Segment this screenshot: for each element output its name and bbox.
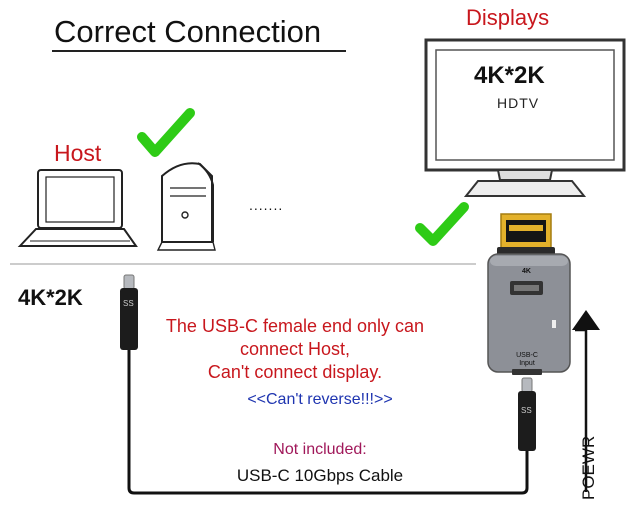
power-label: POEWR — [579, 435, 598, 500]
tv-resolution-label: 4K*2K — [474, 62, 545, 89]
hdmi-plug-icon — [497, 213, 555, 257]
not-included-label: Not included: — [273, 441, 367, 458]
usb-c-plug-icon: SS — [518, 377, 536, 451]
usb-c-cable — [127, 350, 529, 495]
checkmark-icon — [137, 108, 195, 157]
displays-label: Displays — [466, 5, 550, 30]
more-hosts-ellipsis: ....... — [249, 197, 284, 213]
note-line-2: connect Host, — [239, 339, 351, 359]
resolution-label: 4K*2K — [18, 285, 83, 310]
note-line-3: Can't connect display. — [207, 362, 383, 382]
adapter-body — [487, 253, 571, 375]
adapter-bottom-label: USB-C Input — [516, 352, 538, 367]
reverse-warning: <<Can't reverse!!!>> — [247, 391, 393, 408]
checkmark-icon — [415, 202, 469, 246]
note-line-1: The USB-C female end only can — [165, 316, 425, 336]
svg-text:SS: SS — [521, 406, 532, 415]
title-underline — [52, 50, 346, 52]
tv-type-label: HDTV — [497, 95, 540, 111]
arrow-up-icon — [572, 310, 600, 492]
desktop-tower-icon — [156, 162, 216, 251]
cable-label: USB-C 10Gbps Cable — [236, 466, 404, 485]
tv-monitor-icon — [424, 38, 626, 197]
page-title: Correct Connection — [54, 14, 322, 49]
laptop-icon — [17, 169, 138, 247]
usb-c-plug-icon: SS — [120, 274, 138, 350]
svg-text:SS: SS — [123, 299, 134, 308]
adapter-top-label: 4K — [522, 268, 531, 275]
host-label: Host — [54, 140, 102, 166]
